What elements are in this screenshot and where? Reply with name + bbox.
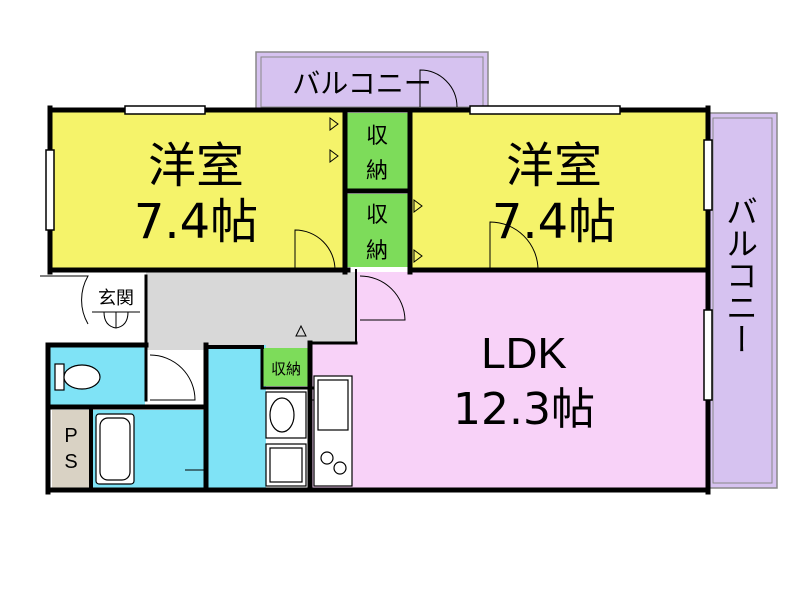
balcony-top-inner-line <box>260 56 484 108</box>
bedroom-right-size: 7.4帖 <box>492 194 616 250</box>
ps-label-s: S <box>64 451 77 473</box>
closet-lower-label-2: 納 <box>366 239 388 264</box>
bedroom-right-name: 洋室 <box>506 138 602 194</box>
bedroom-left-name: 洋室 <box>148 138 244 194</box>
bathtub-icon <box>95 413 135 485</box>
doors <box>40 117 539 471</box>
closet-upper-area <box>346 113 409 189</box>
washing-machine-icon <box>265 443 307 487</box>
sink-icon <box>265 391 307 439</box>
ldk-size: 12.3帖 <box>453 384 595 435</box>
balcony-top: バルコニー <box>255 51 489 111</box>
toilet-icon <box>54 363 101 391</box>
washroom-area <box>206 345 266 488</box>
balcony-right-area <box>707 112 778 489</box>
ldk-area <box>312 272 706 490</box>
closet-lower-label-1: 収 <box>366 203 388 228</box>
stove-burner-icon <box>333 461 347 475</box>
hallway-area <box>146 272 356 350</box>
ps-label-p: P <box>64 425 77 447</box>
entrance-label: 玄関 <box>98 288 134 309</box>
balcony-right-inner-line <box>712 117 773 484</box>
stove-burner-icon <box>320 451 334 465</box>
entrance-area <box>88 276 146 346</box>
closet-lower-area <box>346 194 409 267</box>
closet-small-label: 収納 <box>271 360 301 378</box>
entrance-cabinet-icon <box>92 311 140 329</box>
windows <box>45 105 713 401</box>
bedroom-left-size: 7.4帖 <box>134 194 258 250</box>
closet-upper-label-1: 収 <box>366 124 388 149</box>
hall-lower-area <box>146 350 206 405</box>
ldk-name: LDK <box>481 329 567 378</box>
kitchen-counter-icon <box>313 375 353 487</box>
closet-small-area <box>262 348 310 386</box>
balcony-top-door-swing <box>419 69 458 108</box>
closet-upper-label-2: 納 <box>366 159 388 184</box>
balcony-top-area <box>255 51 489 111</box>
balcony-right-label: バルコニー <box>721 195 759 355</box>
balcony-top-label: バルコニー <box>292 67 431 100</box>
balcony-right: バルコニー <box>707 112 778 489</box>
bedroom-right-area <box>410 110 708 270</box>
ps-area <box>52 410 90 488</box>
